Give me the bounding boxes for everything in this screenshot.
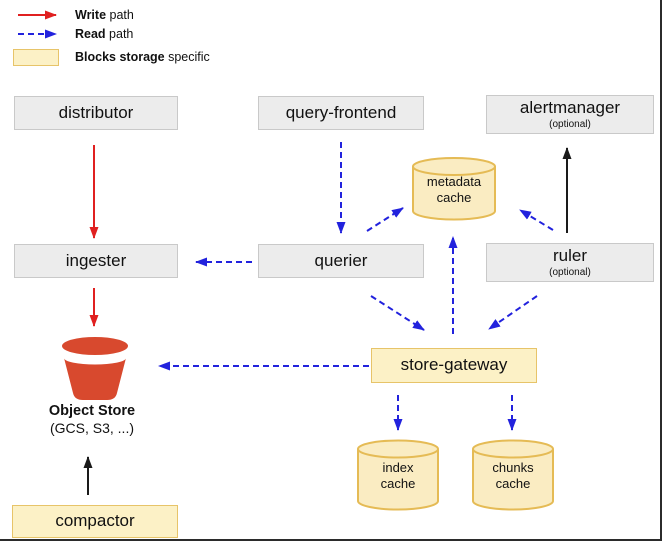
index-cache-line2: cache <box>380 476 416 491</box>
legend-blocks-bold: Blocks storage <box>75 50 165 64</box>
index-cache-cylinder-icon <box>357 439 439 511</box>
screenshot-bottom-border <box>0 539 662 541</box>
legend-write-label: Write path <box>75 8 134 23</box>
legend-blocks-rest: specific <box>164 50 210 64</box>
node-distributor-label: distributor <box>58 102 134 122</box>
metadata-cache-label: metadata cache <box>413 174 495 206</box>
node-ruler: ruler (optional) <box>486 243 654 282</box>
legend-write-bold: Write <box>75 8 107 22</box>
node-ingester-label: ingester <box>65 250 127 270</box>
node-ruler-label: ruler <box>552 246 587 266</box>
node-store-gateway: store-gateway <box>371 348 537 383</box>
screenshot-right-border <box>660 0 662 541</box>
arrow-read-ruler-to-store-gateway <box>488 295 538 330</box>
node-query-frontend-label: query-frontend <box>285 102 397 122</box>
node-store-gateway-label: store-gateway <box>400 355 508 375</box>
node-querier: querier <box>258 244 424 278</box>
node-query-frontend: query-frontend <box>258 96 424 130</box>
legend-write-rest: path <box>106 8 134 22</box>
chunks-cache-line2: cache <box>495 476 531 491</box>
object-store-bucket-icon <box>62 337 128 400</box>
legend-blocks-swatch <box>13 49 59 66</box>
metadata-cache-line2: cache <box>436 190 472 205</box>
arrow-read-querier-to-store-gateway <box>370 295 425 331</box>
node-querier-label: querier <box>314 250 368 270</box>
node-alertmanager-sublabel: (optional) <box>549 118 591 130</box>
node-distributor: distributor <box>14 96 178 130</box>
object-store-title: Object Store <box>48 403 136 419</box>
chunks-cache-cylinder-icon <box>472 439 554 511</box>
legend-read-bold: Read <box>75 27 106 41</box>
index-cache-line1: index <box>382 460 414 475</box>
node-alertmanager-label: alertmanager <box>519 98 621 118</box>
node-ingester: ingester <box>14 244 178 278</box>
legend-read-rest: path <box>105 27 134 41</box>
arrow-read-querier-to-metadata-cache <box>366 207 404 232</box>
node-alertmanager: alertmanager (optional) <box>486 95 654 134</box>
node-ruler-sublabel: (optional) <box>549 266 591 278</box>
chunks-cache-line1: chunks <box>492 460 534 475</box>
chunks-cache-label: chunks cache <box>473 460 553 492</box>
arrow-read-ruler-to-metadata-cache <box>519 209 554 231</box>
node-compactor: compactor <box>12 505 178 538</box>
node-compactor-label: compactor <box>55 511 135 531</box>
index-cache-label: index cache <box>358 460 438 492</box>
legend-read-label: Read path <box>75 27 133 42</box>
metadata-cache-cylinder-icon <box>412 157 496 221</box>
object-store-subtitle: (GCS, S3, ...) <box>49 420 134 436</box>
metadata-cache-line1: metadata <box>426 174 482 189</box>
legend-blocks-label: Blocks storage specific <box>75 50 210 65</box>
